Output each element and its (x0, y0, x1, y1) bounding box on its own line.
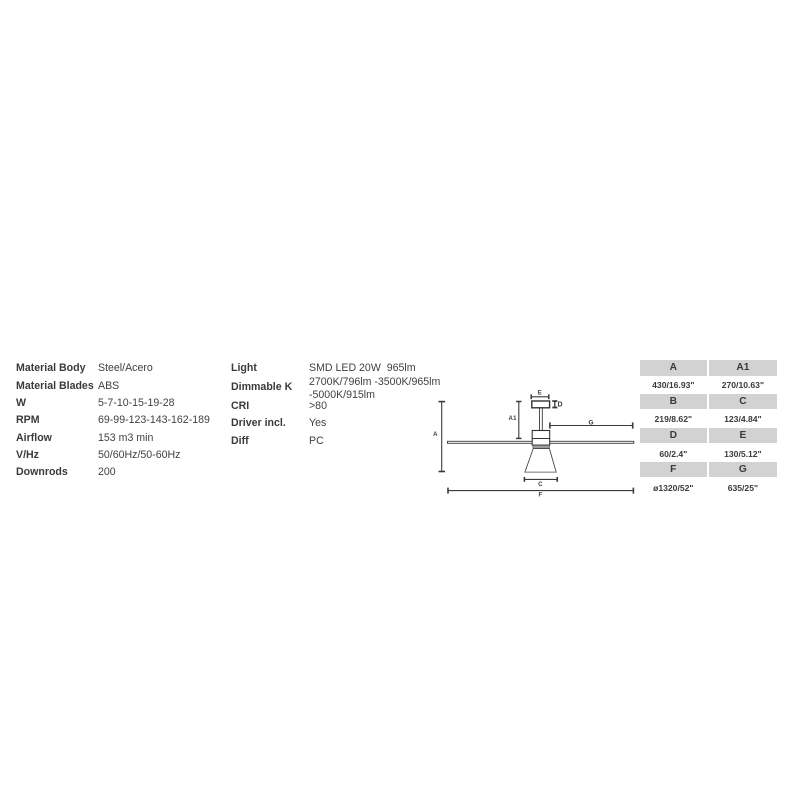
svg-text:A: A (433, 432, 438, 438)
svg-text:A1: A1 (509, 416, 518, 422)
svg-text:D: D (557, 402, 562, 409)
svg-text:C: C (538, 482, 543, 488)
svg-text:E: E (538, 391, 542, 397)
svg-text:G: G (588, 420, 593, 427)
svg-text:F: F (538, 493, 542, 499)
